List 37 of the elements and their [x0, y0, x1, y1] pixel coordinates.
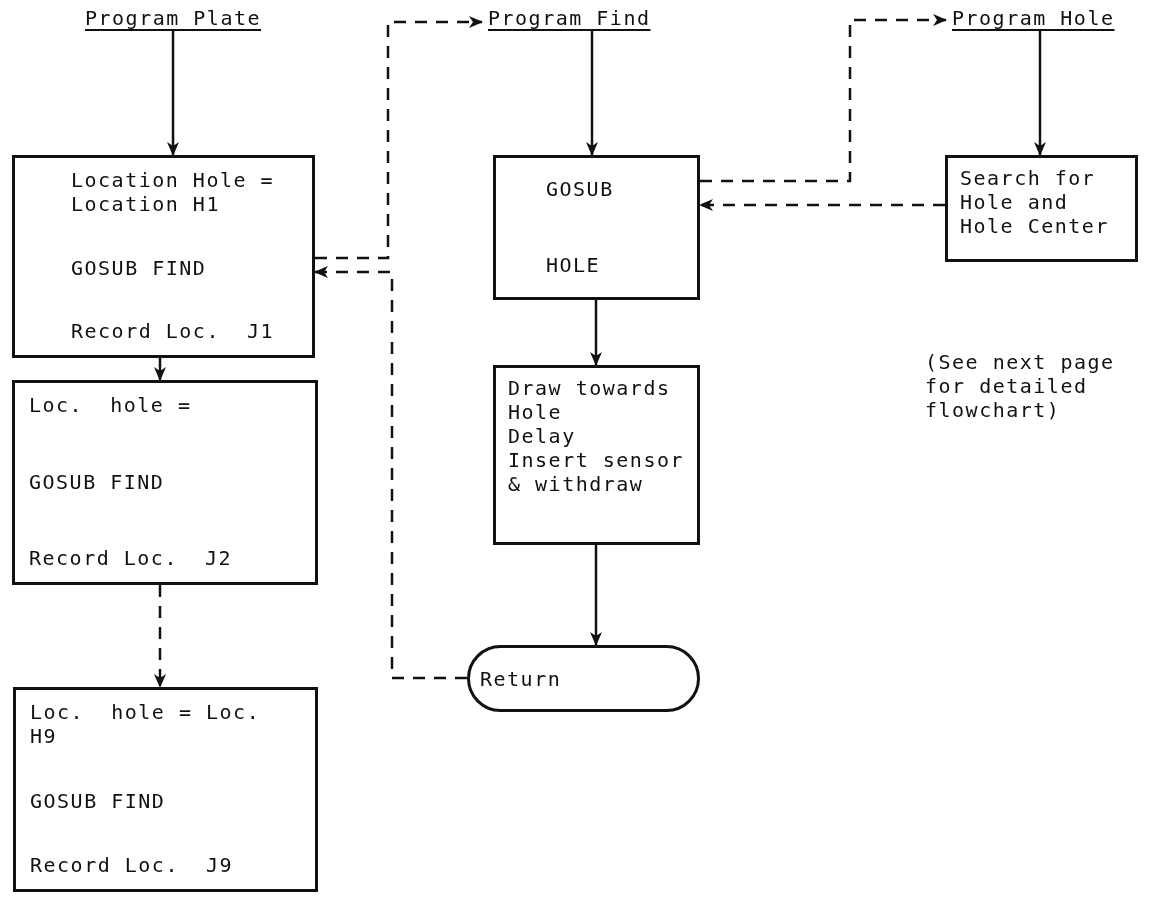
box-text: Draw towards Hole — [508, 376, 672, 424]
box-text: Record Loc. J2 — [29, 546, 234, 570]
box-text: Insert sensor & withdraw — [508, 448, 686, 496]
box-text: GOSUB FIND — [30, 788, 167, 813]
arrow — [590, 545, 602, 646]
box-text: Location Hole = Location H1 — [71, 168, 276, 216]
arrow — [1034, 30, 1046, 156]
arrow — [167, 30, 179, 156]
process-box — [493, 365, 700, 545]
process-box — [12, 380, 318, 585]
box-text: Record Loc. J1 — [71, 319, 276, 343]
box-text: Loc. hole = Loc. H9 — [30, 700, 262, 748]
arrow — [154, 358, 166, 381]
arrow — [590, 300, 602, 366]
box-text: Return — [480, 666, 562, 691]
process-box — [945, 155, 1138, 262]
program-heading: Program Find — [488, 6, 651, 30]
arrow — [586, 30, 598, 156]
box-text: Delay — [508, 424, 577, 448]
box-text: GOSUB FIND — [71, 255, 208, 280]
arrow — [700, 14, 947, 183]
arrow — [699, 199, 945, 211]
arrow — [315, 16, 483, 260]
program-heading: Program Plate — [85, 6, 262, 30]
box-text: GOSUB — [546, 176, 615, 201]
box-text: Search for Hole and Hole Center — [960, 166, 1110, 238]
process-box — [493, 155, 700, 300]
arrow — [314, 266, 467, 680]
note-text: (See next page for detailed flowchart) — [925, 350, 1116, 422]
box-text: Record Loc. J9 — [30, 853, 235, 877]
box-text: HOLE — [546, 252, 602, 277]
arrow — [154, 585, 166, 688]
box-text: GOSUB FIND — [29, 469, 166, 494]
process-box — [12, 155, 315, 358]
program-heading: Program Hole — [952, 6, 1115, 30]
process-box — [13, 687, 318, 892]
box-text: Loc. hole = — [29, 393, 193, 417]
